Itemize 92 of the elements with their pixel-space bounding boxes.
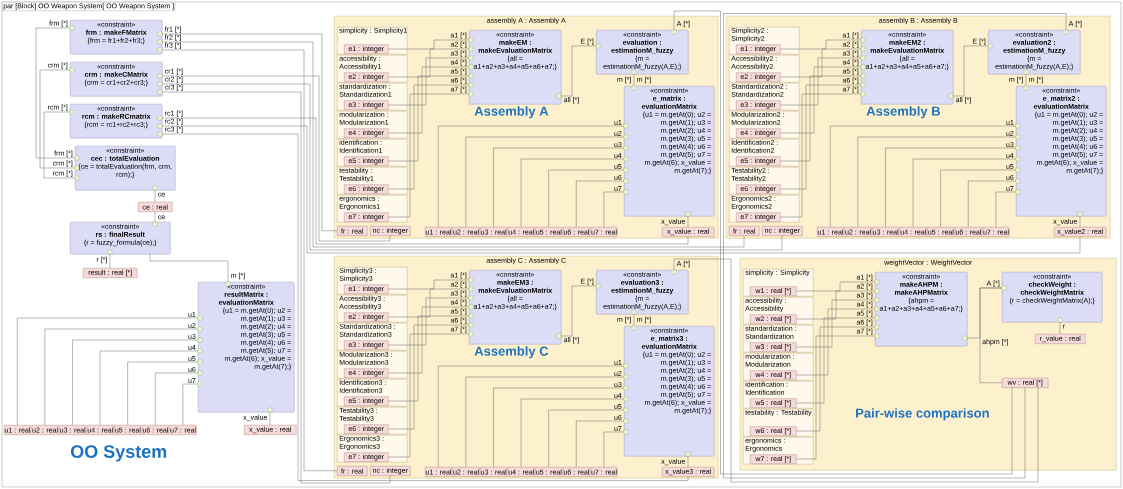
connector-line [465,376,625,468]
connector-line [548,409,625,468]
connector-line [795,326,876,432]
connector-line [1025,73,1027,87]
connector-line [603,431,625,468]
connector-line [673,258,1039,483]
connector-line [161,41,745,248]
connector-line [387,306,470,374]
connector-line [161,75,391,242]
connector-line [387,39,470,50]
connector-line [795,290,876,320]
connector-line [795,317,876,404]
connector-line [779,48,862,78]
connector-line [779,57,862,106]
connector-line [387,297,470,346]
connector-line [779,66,862,134]
connector-line [438,365,625,468]
connector-line [387,75,470,162]
connector-line [779,39,862,50]
connector-line [912,158,1017,228]
connector-line [940,169,1017,228]
section-label: Assembly A [474,106,549,119]
connector-line [723,13,1067,479]
connector-line [493,147,625,228]
connector-line [44,328,199,426]
connector-line [673,10,1013,475]
connector-line [493,387,625,468]
connector-line [387,66,470,134]
connector-line [779,84,862,190]
connector-line [387,57,470,106]
connector-line [857,136,1017,228]
connector-line [72,339,199,426]
section-label: Assembly B [866,106,940,119]
connector-line [687,455,689,468]
connector-line [687,215,689,228]
connector-line [154,189,156,203]
connector-line [39,69,76,169]
connector-line [438,125,625,228]
connector-line [155,372,199,426]
connector-line [795,335,876,460]
connector-line [968,180,1017,228]
connector-line [633,313,635,327]
section-label: Assembly C [474,346,549,359]
connector-line [465,136,625,228]
connector-line [387,48,470,78]
connector-line [795,281,876,292]
connector-line [830,125,1017,228]
connector-line [161,117,689,245]
connector-line [161,91,391,484]
section-label: OO System [70,445,167,462]
connector-line [795,299,876,348]
connector-line [161,133,689,481]
connector-line [795,308,876,376]
connector-line [633,73,635,87]
connector-line [43,111,76,179]
connector-line [269,411,271,426]
connector-line [560,45,597,97]
connector-line [952,45,989,97]
connector-line [387,315,470,402]
connector-line [576,180,625,228]
connector-line [35,27,76,159]
connector-line [182,383,199,426]
connector-line [520,398,625,468]
connector-line [387,279,470,290]
connector-line [161,125,1081,254]
connector-line [548,169,625,228]
connector-line [779,75,862,162]
connector-line [161,49,338,471]
connector-line [387,93,470,218]
connector-line [979,287,1003,383]
connector-line [387,84,470,190]
connector-line [560,285,597,337]
connector-line [149,253,229,283]
connector-line [520,158,625,228]
connector-line [1059,321,1061,335]
connector-line [885,147,1017,228]
connector-line [161,83,783,251]
connector-line [154,211,156,223]
connector-line [1079,215,1081,228]
connector-line [99,350,199,426]
connector-line [17,317,199,426]
connector-line [109,253,111,269]
connector-line [387,333,470,458]
connector-line [127,361,199,426]
connector-line [576,420,625,468]
connector-line [779,93,862,218]
connector-line [603,191,625,228]
connector-line [161,33,338,231]
section-label: Pair-wise comparison [856,408,989,421]
connector-line [387,324,470,430]
connector-line [995,191,1017,228]
connector-line [387,288,470,318]
